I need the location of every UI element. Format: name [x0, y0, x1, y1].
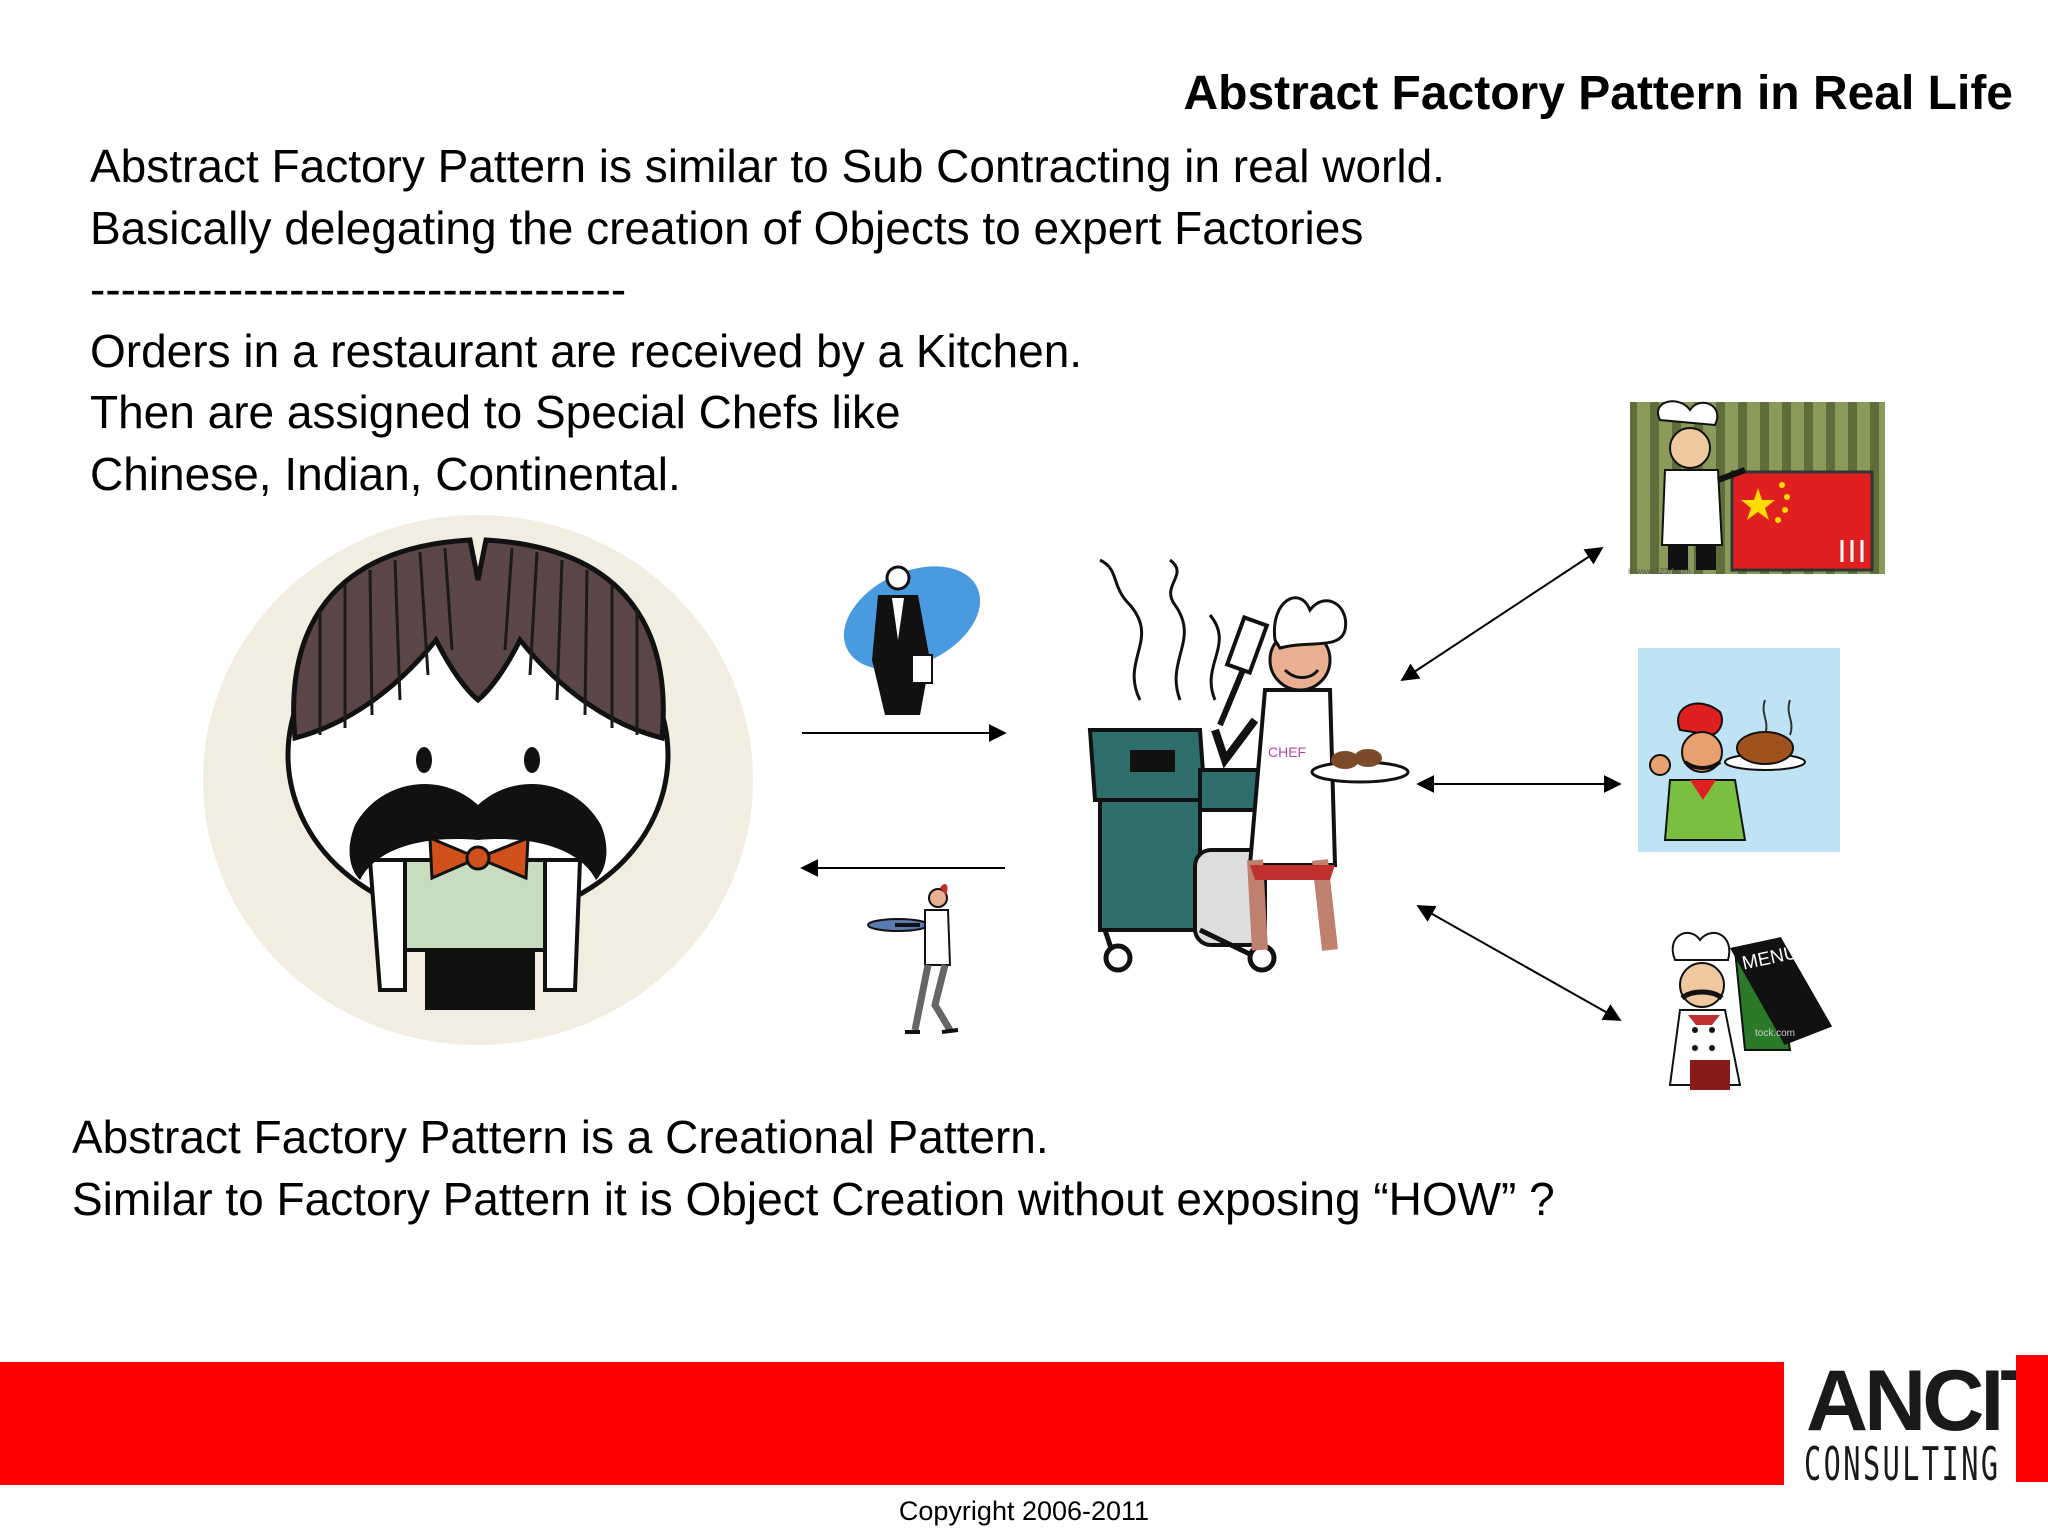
kitchen-chef-illustration: CHEF [1087, 558, 1410, 973]
flow-arrows [800, 547, 1622, 1021]
copyright-notice: Copyright 2006-2011 [898, 1496, 1150, 1526]
separator-line: ----------------------------------- [90, 263, 627, 315]
menu-watermark: tock.com [1755, 1028, 1795, 1039]
waiter-tray-illustration [867, 884, 959, 1034]
summary-line: Similar to Factory Pattern it is Object … [72, 1172, 1555, 1225]
continental-chef-arrow [1416, 905, 1622, 1021]
intro-line: Chinese, Indian, Continental. [90, 447, 681, 500]
chinese-chef-arrow [1400, 547, 1604, 681]
summary-line: Abstract Factory Pattern is a Creational… [72, 1111, 1049, 1163]
summary-text: Abstract Factory Pattern is a Creational… [72, 1107, 1555, 1230]
intro-line: Basically delegating the creation of Obj… [90, 201, 1364, 254]
logo-wordmark: ANCIT [1806, 1353, 2048, 1449]
apron-label: CHEF [1268, 744, 1306, 760]
logo-subtitle: CONSULTING [1804, 1437, 2001, 1491]
footer-band [0, 1362, 1784, 1485]
footer-accent-strip [2016, 1355, 2048, 1482]
slide-title: Abstract Factory Pattern in Real Life [1183, 67, 2013, 120]
intro-line: Orders in a restaurant are received by a… [90, 324, 1083, 377]
intro-line: Then are assigned to Special Chefs like [90, 386, 901, 438]
chinese-chef-illustration: © www.123rf.com [1628, 400, 1885, 576]
chinese-chef-watermark: © www.123rf.com [1628, 567, 1691, 576]
continental-chef-illustration: MENU tock.com [1668, 931, 1833, 1090]
indian-chef-illustration [1638, 648, 1840, 852]
waiter-order-illustration [843, 565, 981, 715]
intro-line: Abstract Factory Pattern is similar to S… [90, 140, 1445, 192]
customer-illustration [203, 515, 753, 1045]
intro-text: Abstract Factory Pattern is similar to S… [90, 136, 1445, 505]
company-logo [1784, 1350, 2016, 1500]
